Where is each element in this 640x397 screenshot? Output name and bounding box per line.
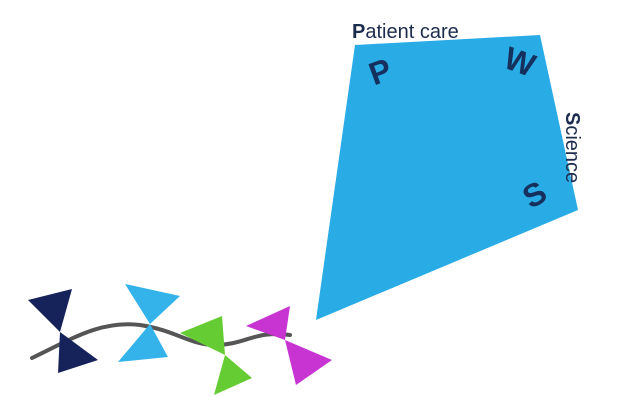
kite-body — [316, 35, 578, 320]
patient-care-label: Patient care — [352, 21, 459, 43]
science-rest: cience — [561, 125, 583, 183]
patient-care-initial: P — [352, 21, 365, 43]
tail-bow-green — [180, 316, 252, 395]
patient-care-rest: atient care — [365, 21, 458, 43]
science-label: Science — [561, 112, 583, 183]
science-initial: S — [561, 112, 583, 125]
